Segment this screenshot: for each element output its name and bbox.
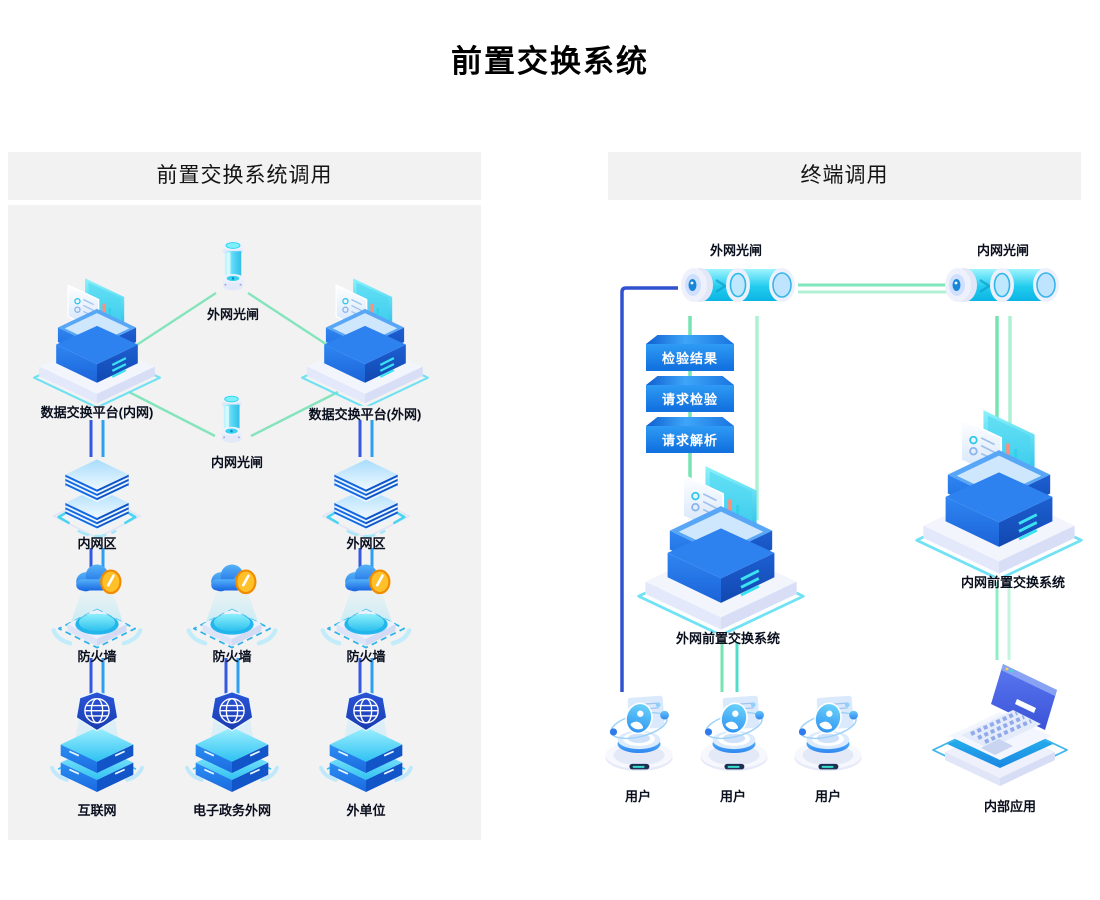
gate-internal-label: 内网光闸 (210, 455, 264, 470)
node-user-2 (690, 692, 778, 780)
firewall-middle-label: 防火墙 (212, 649, 252, 664)
front-internal-label: 内网前置交换系统 (960, 575, 1066, 590)
user-icon (690, 692, 778, 775)
step-verify-box: 请求检验 (646, 385, 734, 412)
right-gate-internal-label: 内网光闸 (976, 243, 1030, 258)
node-front-internal (910, 410, 1088, 582)
user-icon (784, 692, 872, 775)
step-result-box: 检验结果 (646, 344, 734, 371)
right-gate-external-label: 外网光闸 (709, 243, 763, 258)
optical-gate-icon (213, 390, 250, 450)
globe-server-icon (314, 690, 418, 792)
node-zone-external (316, 451, 416, 543)
node-internet (45, 690, 149, 797)
step-parse-box: 请求解析 (646, 426, 734, 453)
zone-stack-icon (47, 451, 147, 538)
user-3-label: 用户 (814, 789, 842, 804)
page-title: 前置交换系统 (451, 44, 649, 79)
right-panel: 终端调用 外网光闸 内网光闸 检验结果 请求检验 请求解析 外网前 (590, 152, 1100, 900)
right-panel-header: 终端调用 (608, 152, 1081, 200)
internet-label: 互联网 (77, 803, 117, 818)
firewall-right-label: 防火墙 (346, 649, 386, 664)
platform-external-label: 数据交换平台(外网) (308, 407, 422, 422)
node-platform-external (297, 278, 433, 411)
internal-app-label: 内部应用 (983, 799, 1037, 814)
platform-internal-label: 数据交换平台(内网) (40, 405, 154, 420)
platform-icon (632, 466, 810, 633)
zone-stack-icon (316, 451, 416, 538)
optical-gate-horizontal-icon (676, 256, 800, 316)
firewall-icon (180, 561, 284, 658)
node-gate-external (214, 236, 252, 303)
laptop-icon (925, 656, 1075, 788)
platform-icon (29, 278, 165, 406)
user-2-label: 用户 (719, 789, 747, 804)
front-external-label: 外网前置交换系统 (675, 631, 781, 646)
node-egov-network (180, 690, 284, 797)
node-right-gate-internal (940, 256, 1064, 321)
gate-external-label: 外网光闸 (206, 307, 260, 322)
node-front-external (632, 466, 810, 638)
node-platform-internal (29, 278, 165, 411)
platform-icon (297, 278, 433, 406)
firewall-left-label: 防火墙 (77, 649, 117, 664)
external-unit-label: 外单位 (346, 803, 386, 818)
node-right-gate-external (676, 256, 800, 321)
globe-server-icon (45, 690, 149, 792)
firewall-icon (45, 561, 149, 658)
node-user-1 (595, 692, 683, 780)
node-external-unit (314, 690, 418, 797)
left-panel: 前置交换系统调用 (8, 152, 481, 840)
zone-internal-label: 内网区 (77, 536, 117, 551)
node-user-3 (784, 692, 872, 780)
platform-icon (910, 410, 1088, 577)
user-icon (595, 692, 683, 775)
globe-server-icon (180, 690, 284, 792)
node-internal-app (925, 656, 1075, 793)
zone-external-label: 外网区 (346, 536, 386, 551)
optical-gate-horizontal-icon (940, 256, 1064, 316)
node-zone-internal (47, 451, 147, 543)
optical-gate-icon (214, 236, 252, 298)
left-panel-header: 前置交换系统调用 (8, 152, 481, 200)
node-gate-internal (213, 390, 250, 455)
firewall-icon (314, 561, 418, 658)
egov-network-label: 电子政务外网 (192, 803, 272, 818)
user-1-label: 用户 (624, 789, 652, 804)
